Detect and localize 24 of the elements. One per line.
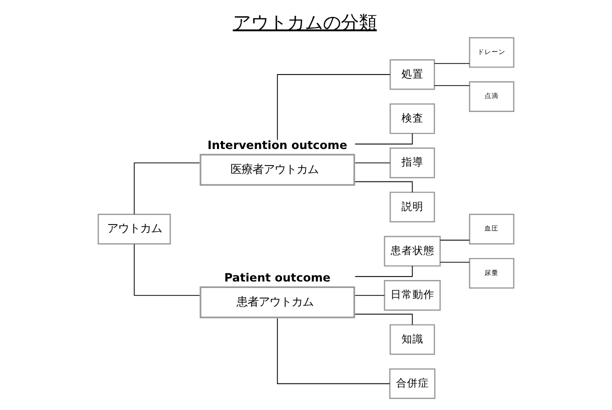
node-box: 説明	[390, 192, 436, 222]
connector	[434, 63, 470, 64]
connector	[354, 294, 385, 296]
node-box: 処置	[390, 59, 436, 90]
node-box: 医療者アウトカム	[200, 154, 356, 186]
node-box: 検査	[390, 103, 436, 134]
node-box: 患者アウトカム	[200, 286, 356, 318]
node-box: 知識	[390, 324, 436, 355]
node-box: アウトカム	[98, 214, 171, 244]
connector	[434, 85, 470, 86]
node-box: 指導	[390, 148, 436, 178]
node-box: 日常動作	[384, 280, 441, 311]
diagram-title: アウトカムの分類	[232, 12, 377, 34]
node-box: 患者状態	[384, 236, 441, 267]
node-label: Intervention outcome	[207, 138, 348, 152]
node-label: Patient outcome	[224, 270, 331, 285]
connector	[134, 162, 200, 214]
connector	[276, 74, 390, 140]
connector	[354, 162, 390, 164]
connector	[134, 244, 200, 296]
node-box: 合併症	[389, 368, 436, 400]
connector	[440, 262, 470, 263]
connector	[276, 318, 390, 384]
connector	[440, 240, 470, 241]
